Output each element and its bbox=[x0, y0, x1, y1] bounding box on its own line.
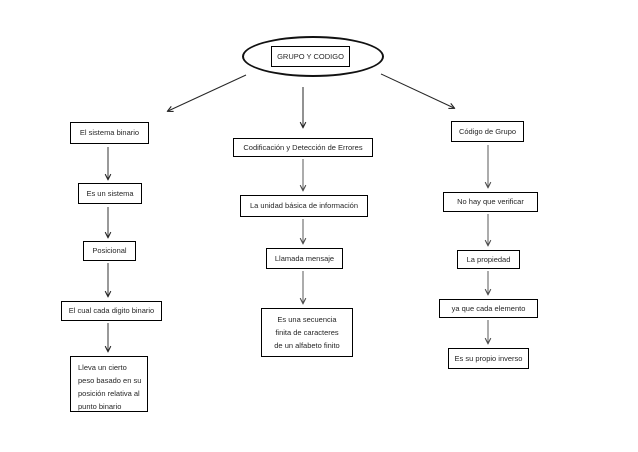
left-node-es-un-sistema: Es un sistema bbox=[78, 183, 142, 204]
arrow-root-to-left bbox=[168, 74, 247, 111]
left-node-peso-posicion: Lleva un cierto peso basado en su posici… bbox=[70, 356, 148, 412]
arrow-root-to-right bbox=[380, 73, 454, 108]
left-node-el-sistema-binario: El sistema binario bbox=[70, 122, 149, 144]
left-node-cada-digito-binario: El cual cada digito binario bbox=[61, 301, 162, 321]
left-node-posicional: Posicional bbox=[83, 241, 136, 261]
right-node-no-hay-verificar: No hay que verificar bbox=[443, 192, 538, 212]
middle-node-secuencia-finita: Es una secuencia finita de caracteres de… bbox=[261, 308, 353, 357]
root-topic-node: GRUPO Y CODIGO bbox=[271, 46, 350, 67]
middle-node-llamada-mensaje: Llamada mensaje bbox=[266, 248, 343, 269]
right-node-la-propiedad: La propiedad bbox=[457, 250, 520, 269]
middle-node-unidad-basica: La unidad básica de información bbox=[240, 195, 368, 217]
right-node-propio-inverso: Es su propio inverso bbox=[448, 348, 529, 369]
right-node-cada-elemento: ya que cada elemento bbox=[439, 299, 538, 318]
right-node-codigo-de-grupo: Código de Grupo bbox=[451, 121, 524, 142]
middle-node-codificacion-deteccion: Codificación y Detección de Errores bbox=[233, 138, 373, 157]
